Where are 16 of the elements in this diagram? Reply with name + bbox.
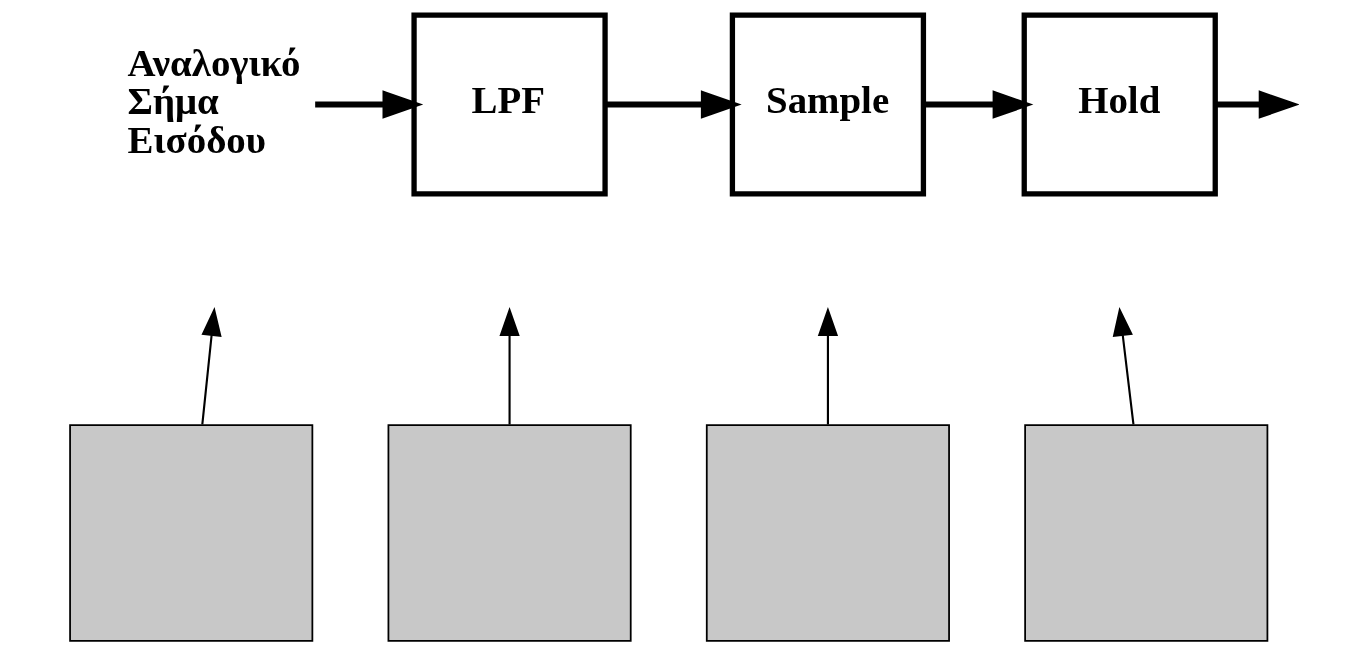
arrow bbox=[817, 307, 839, 425]
arrow bbox=[1112, 307, 1135, 425]
node-box: LPF bbox=[411, 12, 608, 197]
node-box bbox=[705, 424, 950, 642]
arrow bbox=[315, 90, 424, 119]
node-text: Αναλογικό Σήμα Εισόδου bbox=[127, 40, 301, 162]
node-box bbox=[1024, 424, 1269, 642]
node-box: Sample bbox=[729, 12, 927, 197]
arrow bbox=[605, 90, 742, 119]
arrow bbox=[1215, 90, 1299, 119]
node-box: Hold bbox=[1021, 12, 1218, 197]
arrow bbox=[923, 90, 1034, 119]
arrow bbox=[499, 307, 520, 425]
node-box bbox=[387, 424, 632, 642]
node-box bbox=[69, 424, 314, 642]
arrow bbox=[201, 307, 222, 425]
